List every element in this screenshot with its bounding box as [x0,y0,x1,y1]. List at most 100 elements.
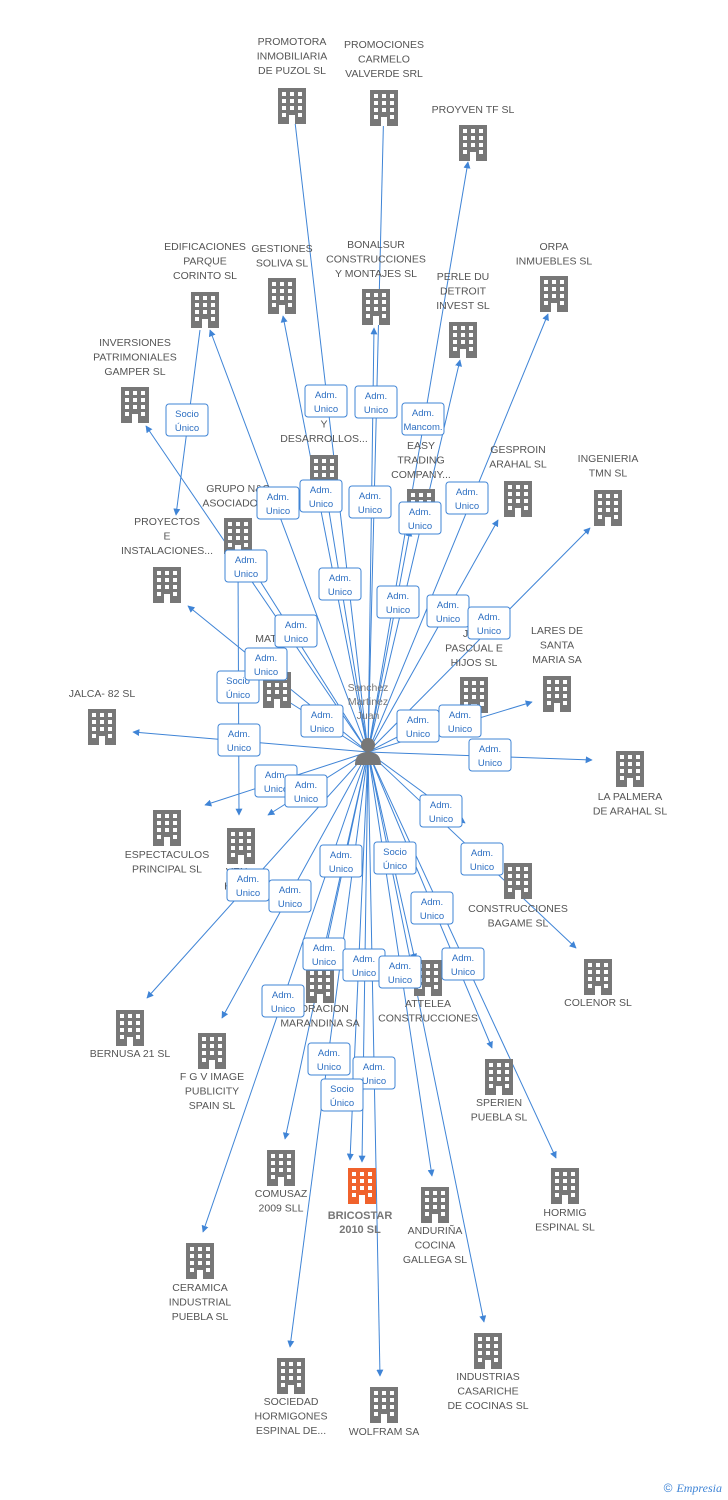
relation-badge[interactable]: Adm.Unico [438,704,482,738]
relation-badge[interactable]: Adm.Unico [445,481,489,515]
relation-box [460,842,504,876]
company-node[interactable]: JALCA- 82 SL [69,688,136,745]
relation-badge[interactable]: Adm.Unico [256,486,300,520]
relation-label: Adm.Unico [317,1048,341,1073]
relation-label: Adm.Mancom. [403,408,442,433]
relation-box [320,1078,364,1112]
edge-11 [367,519,499,753]
relation-badge[interactable]: Adm.Unico [398,501,442,535]
relation-badge[interactable]: Adm.Unico [268,879,312,913]
relation-badge[interactable]: Adm.Unico [217,723,261,757]
company-node[interactable]: WOLFRAM SA [349,1387,420,1438]
relation-badge[interactable]: Adm.Unico [441,947,485,981]
relation-box [244,647,288,681]
relation-label: Adm.Unico [329,850,353,875]
company-node[interactable]: COLENOR SL [564,959,632,1009]
relation-badge[interactable]: Adm.Unico [468,738,512,772]
relation-box [398,501,442,535]
relation-badge[interactable]: Adm.Unico [352,1056,396,1090]
relation-badge[interactable]: Adm.Unico [302,937,346,971]
relation-label: Adm.Unico [420,897,444,922]
relation-badge[interactable]: Adm.Unico [307,1042,351,1076]
building-icon [594,490,622,526]
relation-badge[interactable]: Adm.Unico [226,868,270,902]
footer-brand[interactable]: ©Empresia [664,1481,722,1496]
company-node[interactable]: PROYVEN TF SL [432,104,515,161]
relation-badge[interactable]: Adm.Unico [319,844,363,878]
relation-badge[interactable]: Adm.Unico [348,485,392,519]
relation-label: Adm.Unico [470,848,494,873]
relation-badge[interactable]: Adm.Mancom. [401,402,445,436]
relation-box [224,549,268,583]
relation-badge[interactable]: Adm.Unico [396,709,440,743]
relation-badge[interactable]: Adm.Unico [274,614,318,648]
relation-badge[interactable]: Adm.Unico [378,955,422,989]
relation-badge[interactable]: Adm.Unico [300,704,344,738]
relation-badge[interactable]: Adm.Unico [354,385,398,419]
relation-badge[interactable]: Adm.Unico [299,479,343,513]
relation-label: Adm.Unico [328,573,352,598]
relation-badge[interactable]: Adm.Unico [224,549,268,583]
relation-label: Adm.Unico [234,555,258,580]
building-icon [504,863,532,899]
relation-badge[interactable]: Adm.Unico [467,606,511,640]
relation-badge[interactable]: Adm.Unico [284,774,328,808]
company-node[interactable]: BERNUSA 21 SL [90,1010,171,1060]
relation-badge[interactable]: Adm.Unico [244,647,288,681]
relation-badge[interactable]: Adm.Unico [318,567,362,601]
relation-box [373,841,417,875]
relation-label: Adm.Unico [451,953,475,978]
relation-badge[interactable]: Adm.Unico [460,842,504,876]
relation-badge[interactable]: Adm.Unico [376,585,420,619]
relation-box [352,1056,396,1090]
relation-badge[interactable]: Adm.Unico [304,384,348,418]
relation-badge[interactable]: Adm.Unico [261,984,305,1018]
relation-box [445,481,489,515]
relation-badge[interactable]: Adm.Unico [410,891,454,925]
relation-label: Adm.Unico [309,485,333,510]
relation-badge[interactable]: Adm.Unico [426,594,470,628]
relation-badge[interactable]: Adm.Unico [419,794,463,828]
copyright-symbol: © [663,1481,673,1495]
building-icon [543,676,571,712]
